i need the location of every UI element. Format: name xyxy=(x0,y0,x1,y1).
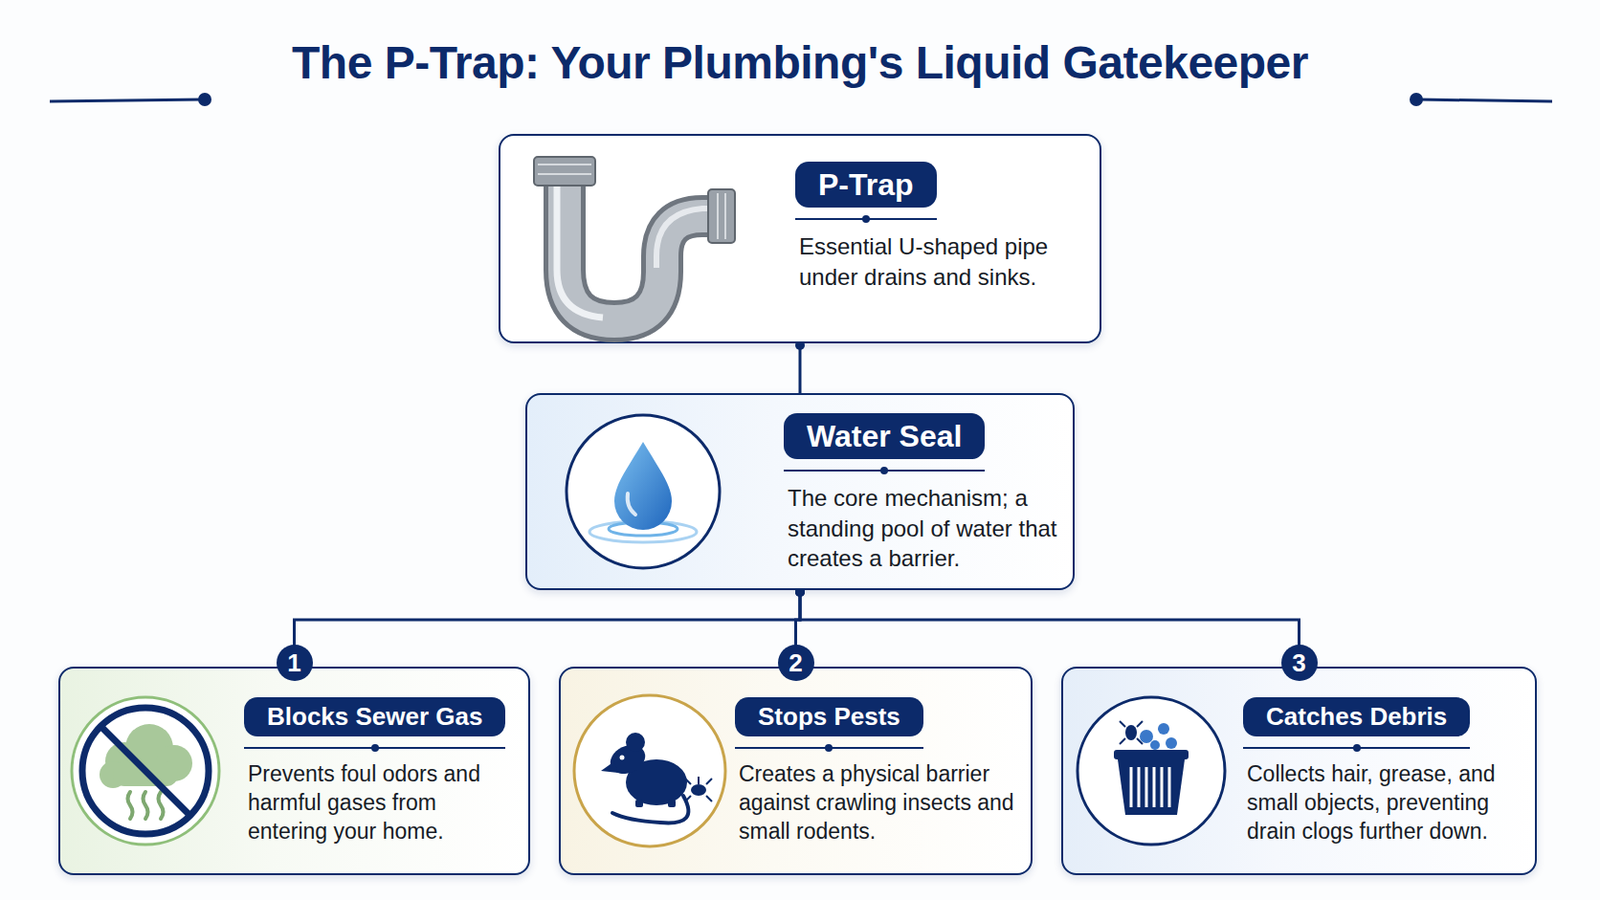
basket-slot xyxy=(1168,767,1172,808)
heading-pill: Water Seal xyxy=(783,413,985,460)
heading-pill: P-Trap xyxy=(795,161,937,208)
text-column: P-TrapEssential U-shaped pipe under drai… xyxy=(795,161,1090,292)
body-text: Essential U-shaped pipe under drains and… xyxy=(795,231,1090,291)
basket-slot xyxy=(1137,767,1141,808)
text-slot: Stops Pests xyxy=(734,697,1022,761)
divider-dot xyxy=(880,466,889,475)
heading-group: P-Trap xyxy=(795,161,937,232)
callout-number: 3 xyxy=(1281,644,1318,682)
water-drop-icon xyxy=(566,415,720,569)
text-slot: Essential U-shaped pipe under drains and… xyxy=(795,231,1090,291)
callout-number: 1 xyxy=(276,644,313,682)
function-box: Stops PestsCreates a physical barrier ag… xyxy=(558,666,1033,876)
basket-slot xyxy=(1145,767,1149,808)
text-column: Water SealThe core mechanism; a standing… xyxy=(783,413,1064,574)
body-text: The core mechanism; a standing pool of w… xyxy=(783,483,1064,574)
body-text: Prevents foul odors and harmful gases fr… xyxy=(244,760,519,847)
body-text: Creates a physical barrier against crawl… xyxy=(734,760,1022,847)
basket-slot xyxy=(1153,767,1156,808)
pipe-illustration xyxy=(533,156,735,322)
heading-pill: Blocks Sewer Gas xyxy=(244,697,506,737)
connector-line xyxy=(294,590,801,667)
text-slot: Blocks Sewer Gas xyxy=(244,697,519,761)
heading-group: Catches Debris xyxy=(1243,697,1470,761)
text-column: Catches DebrisCollects hair, grease, and… xyxy=(1243,697,1526,847)
no-gas-icon xyxy=(71,697,220,845)
divider-rule xyxy=(1243,747,1470,750)
debris-basket-icon xyxy=(1077,697,1225,845)
divider-dot xyxy=(1353,744,1361,753)
function-box: Catches DebrisCollects hair, grease, and… xyxy=(1061,666,1537,876)
heading-group: Water Seal xyxy=(783,413,985,484)
divider-rule xyxy=(795,218,937,221)
connector-line xyxy=(799,343,802,394)
text-slot: Prevents foul odors and harmful gases fr… xyxy=(244,760,519,847)
text-slot: Catches Debris xyxy=(1243,697,1526,761)
divider-dot xyxy=(371,744,379,753)
text-slot: The core mechanism; a standing pool of w… xyxy=(783,483,1064,574)
text-slot: P-Trap xyxy=(795,161,1090,232)
connector-line xyxy=(800,590,1300,667)
divider-dot xyxy=(824,744,833,753)
divider-rule xyxy=(783,469,985,472)
text-column: Blocks Sewer GasPrevents foul odors and … xyxy=(244,697,519,847)
callout-number: 2 xyxy=(777,644,815,682)
heading-group: Blocks Sewer Gas xyxy=(244,697,506,761)
basket-slot xyxy=(1130,767,1134,808)
text-slot: Creates a physical barrier against crawl… xyxy=(734,760,1022,847)
divider-rule xyxy=(244,747,506,750)
heading-group: Stops Pests xyxy=(734,697,924,761)
divider-rule xyxy=(734,747,924,750)
heading-pill: Catches Debris xyxy=(1243,697,1470,737)
divider-dot xyxy=(862,215,870,223)
component-box: P-TrapEssential U-shaped pipe under drai… xyxy=(498,133,1102,344)
body-text: Collects hair, grease, and small objects… xyxy=(1243,760,1526,847)
text-slot: Collects hair, grease, and small objects… xyxy=(1243,760,1526,847)
title-rule xyxy=(49,92,1553,107)
basket-slot xyxy=(1160,767,1164,808)
text-column: Stops PestsCreates a physical barrier ag… xyxy=(734,697,1022,847)
function-box: Blocks Sewer GasPrevents foul odors and … xyxy=(58,666,531,876)
rodent-icon xyxy=(574,695,726,847)
page-title: The P-Trap: Your Plumbing's Liquid Gatek… xyxy=(0,36,1600,89)
heading-pill: Stops Pests xyxy=(734,697,924,737)
mechanism-box: Water SealThe core mechanism; a standing… xyxy=(525,393,1075,591)
text-slot: Water Seal xyxy=(783,413,1064,484)
